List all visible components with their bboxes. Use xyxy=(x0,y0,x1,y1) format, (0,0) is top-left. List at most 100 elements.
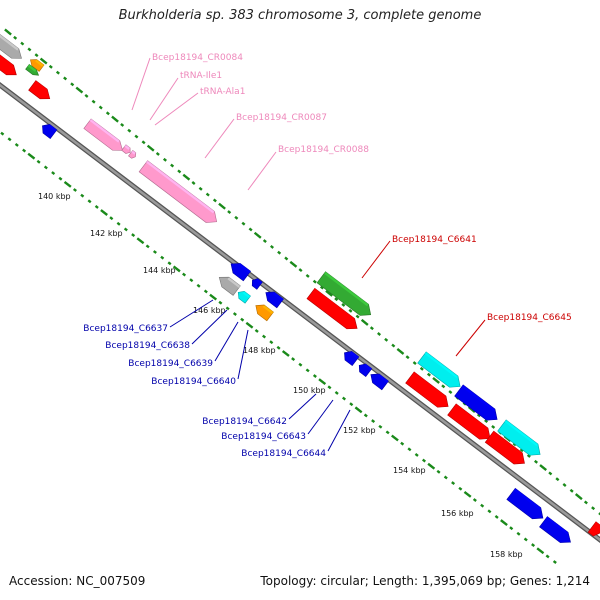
inner-tick-mark xyxy=(349,402,354,407)
outer-tick-mark xyxy=(34,53,39,58)
inner-tick-mark xyxy=(116,221,121,226)
outer-tick-mark xyxy=(262,239,267,244)
inner-tick-mark xyxy=(363,413,368,418)
rna-label-cr0087: Bcep18194_CR0087 xyxy=(236,113,327,123)
inner-tick-mark xyxy=(281,350,290,357)
rna-label-cr0087-leader xyxy=(204,118,235,159)
inner-tick-mark xyxy=(22,148,27,153)
outer-tick-mark xyxy=(491,424,496,429)
feature-gene-blue xyxy=(370,373,389,391)
inner-tick-mark xyxy=(378,424,383,429)
inner-tick-mark xyxy=(371,419,376,424)
genome-backbone-highlight xyxy=(0,83,600,542)
rna-label-cr0088-leader xyxy=(247,151,277,191)
outer-tick-mark xyxy=(127,128,132,133)
inner-tick-mark xyxy=(531,543,536,548)
outer-tick-mark xyxy=(205,192,210,197)
inner-tick-mark xyxy=(536,547,545,555)
inner-tick-mark xyxy=(458,486,463,491)
outer-tick-mark xyxy=(562,483,567,487)
outer-tick-mark xyxy=(75,86,84,94)
tick-label: 150 kbp xyxy=(293,386,326,395)
inner-tick-mark xyxy=(443,475,448,480)
outer-tick-mark xyxy=(325,289,333,297)
inner-tick-mark xyxy=(305,368,310,373)
outer-tick-mark xyxy=(426,372,431,377)
outer-tick-mark xyxy=(198,186,203,191)
feature-gene-blue xyxy=(344,351,360,367)
feature-gene-blue xyxy=(42,124,58,140)
tick-label: 158 kbp xyxy=(490,550,523,559)
outer-tick-mark xyxy=(155,152,160,156)
inner-tick-mark xyxy=(36,159,41,164)
inner-tick-mark xyxy=(123,227,128,232)
inner-tick-mark xyxy=(262,334,267,339)
feature-gene-red xyxy=(0,53,17,76)
tick-label: 142 kbp xyxy=(90,229,123,238)
outer-tick-mark xyxy=(212,198,217,203)
inner-tick-mark xyxy=(391,434,399,442)
outer-tick-mark xyxy=(484,419,489,424)
inner-tick-mark xyxy=(472,498,477,502)
outer-tick-mark xyxy=(405,355,410,360)
inner-tick-mark xyxy=(523,537,528,542)
outer-tick-mark xyxy=(384,337,389,342)
outer-tick-mark xyxy=(48,64,53,69)
outer-tick-mark xyxy=(191,181,196,185)
minus-label-c6639: Bcep18194_C6639 xyxy=(128,359,213,369)
minus-label-c6640-leader xyxy=(237,329,249,380)
minus-label-c6640: Bcep18194_C6640 xyxy=(151,377,236,387)
tick-label: 144 kbp xyxy=(143,266,176,275)
inner-tick-mark xyxy=(145,244,150,249)
rna-label-trna-ala1: tRNA-Ala1 xyxy=(200,87,245,97)
inner-tick-mark xyxy=(189,278,194,283)
tick-label: 148 kbp xyxy=(243,346,276,355)
minus-label-c6638-leader xyxy=(191,309,228,345)
outer-tick-mark xyxy=(369,326,374,331)
outer-tick-mark xyxy=(146,144,155,152)
outer-tick-mark xyxy=(355,314,360,319)
inner-tick-mark xyxy=(276,345,281,350)
feature-gene-c6645 xyxy=(417,351,461,388)
feature-track xyxy=(0,32,600,543)
feature-gene-blue xyxy=(506,487,544,520)
minus-label-c6638: Bcep18194_C6638 xyxy=(105,341,190,351)
minus-label-c6644-leader xyxy=(327,409,351,452)
feature-gene-cyan xyxy=(497,419,541,456)
minus-label-c6642: Bcep18194_C6642 xyxy=(202,417,287,427)
outer-tick-mark xyxy=(253,231,262,239)
feature-rrna-cr0088 xyxy=(138,160,218,223)
outer-tick-mark xyxy=(432,377,440,384)
inner-tick-mark xyxy=(327,385,332,390)
feature-gene-red xyxy=(484,430,525,465)
inner-tick-mark xyxy=(94,204,99,209)
feature-gene-c6637 xyxy=(218,276,241,296)
rna-label-trna-ile1: tRNA-Ile1 xyxy=(180,71,222,81)
outer-tick-mark xyxy=(419,366,424,371)
inner-tick-mark xyxy=(43,165,48,170)
inner-tick-mark xyxy=(87,199,92,204)
outer-tick-mark xyxy=(20,41,25,46)
outer-tick-mark xyxy=(348,308,353,313)
minus-label-c6637-leader xyxy=(169,299,214,328)
outer-tick-mark xyxy=(270,244,274,249)
feature-gene-c6640 xyxy=(255,304,274,322)
outer-tick-mark xyxy=(519,448,524,453)
feature-gene-green xyxy=(25,63,40,76)
inner-tick-mark xyxy=(269,340,274,345)
inner-tick-mark xyxy=(298,362,303,367)
outer-tick-mark xyxy=(63,76,68,81)
outer-tick-ring xyxy=(4,28,600,516)
inner-tick-mark xyxy=(318,378,327,386)
outer-tick-mark xyxy=(234,215,239,220)
outer-tick-mark xyxy=(526,454,531,458)
tick-label: 156 kbp xyxy=(441,509,474,518)
inner-tick-mark xyxy=(552,560,557,564)
inner-tick-mark xyxy=(421,458,426,463)
feature-gene-red xyxy=(28,80,51,100)
outer-tick-mark xyxy=(98,105,103,110)
feature-gene-red xyxy=(587,521,600,537)
inner-tick-mark xyxy=(0,131,5,136)
outer-tick-mark xyxy=(134,134,139,139)
